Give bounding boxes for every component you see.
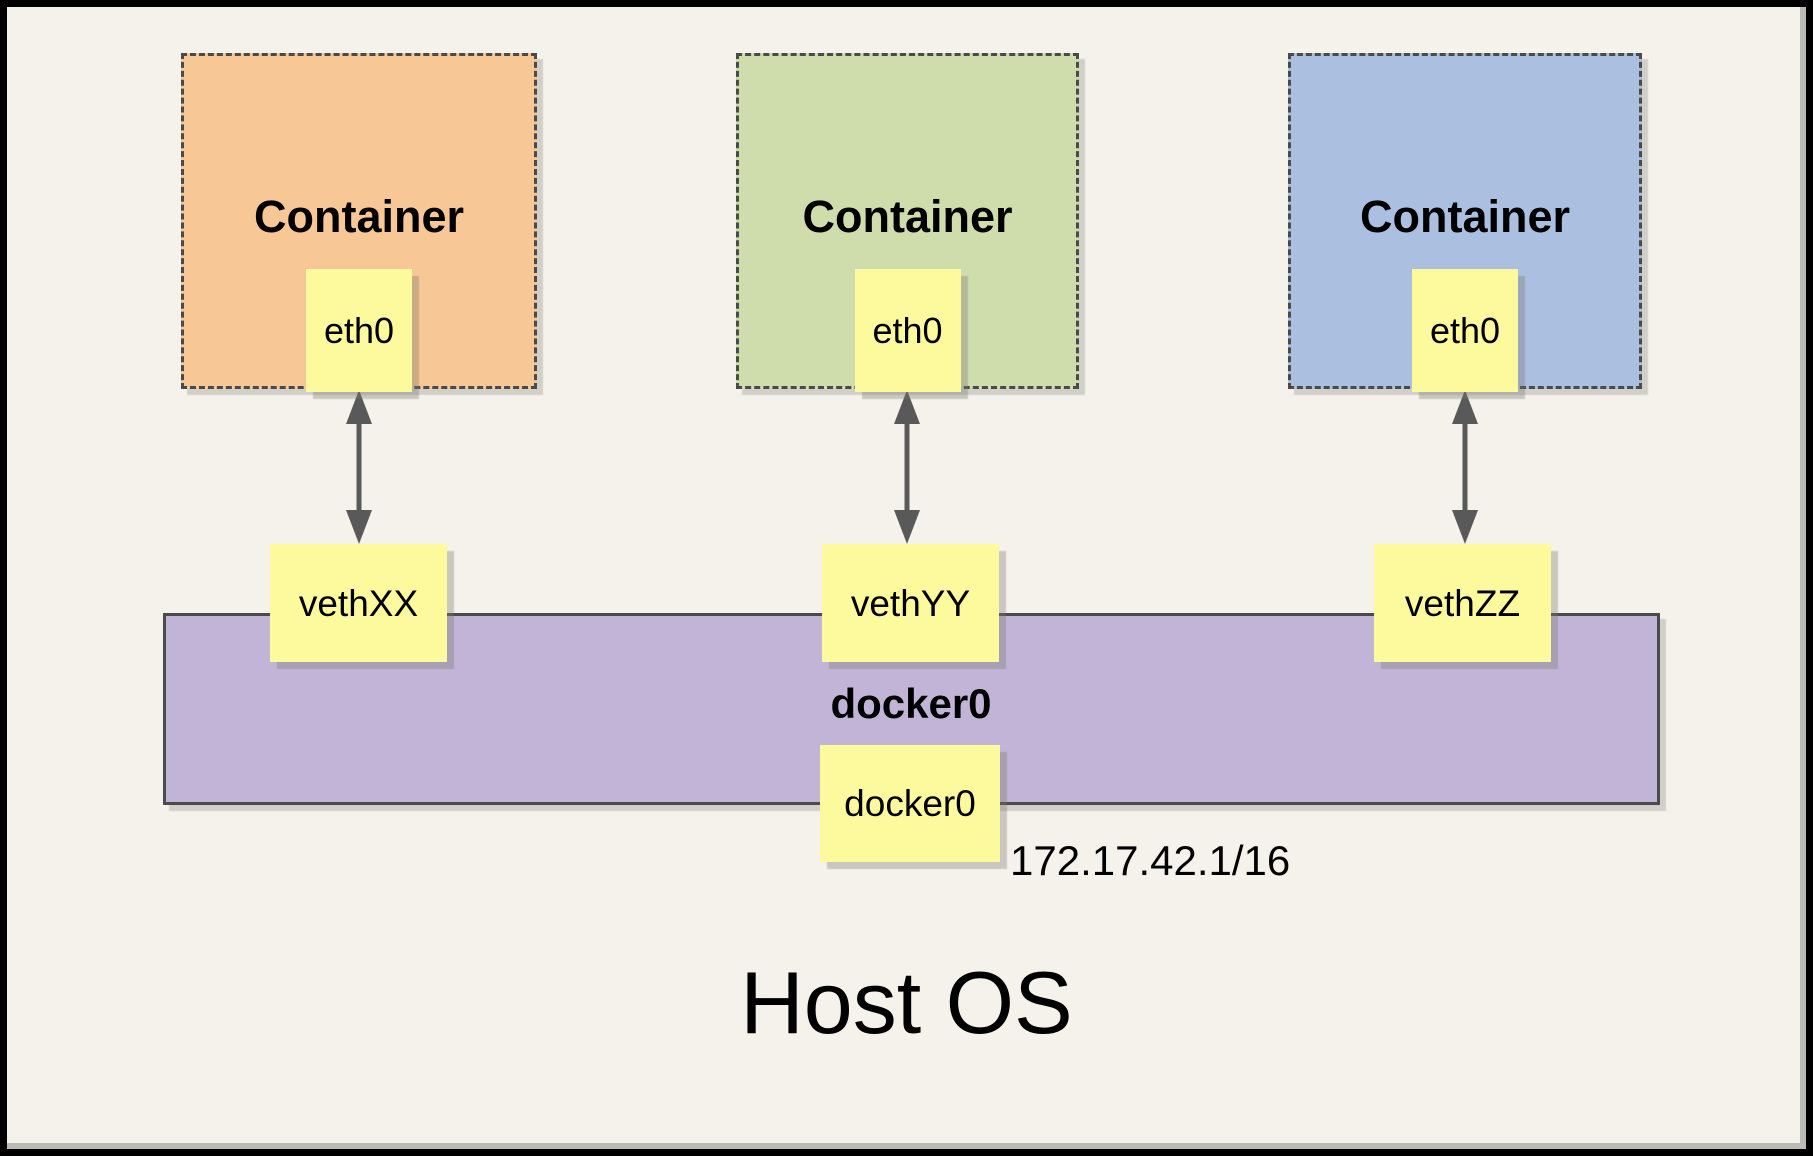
eth0-interface-box: eth0 xyxy=(306,269,412,392)
veth-zz-box: vethZZ xyxy=(1374,544,1551,662)
docker0-interface-box: docker0 xyxy=(820,745,1000,862)
container-label: Container xyxy=(1359,191,1570,242)
host-os-title: Host OS xyxy=(740,953,1073,1052)
veth-xx-box: vethXX xyxy=(270,544,447,662)
eth0-interface-box: eth0 xyxy=(854,269,961,392)
veth-yy-label: vethYY xyxy=(850,582,971,624)
container-box: Container eth0 xyxy=(181,53,537,392)
veth-zz-label: vethZZ xyxy=(1404,582,1521,624)
double-headed-arrow-icon xyxy=(894,390,920,544)
container-box: Container eth0 xyxy=(1288,53,1642,392)
docker0-interface-label: docker0 xyxy=(844,783,976,824)
container-label: Container xyxy=(802,191,1013,242)
veth-yy-box: vethYY xyxy=(822,544,999,662)
bridge-ip-label: 172.17.42.1/16 xyxy=(1010,837,1291,884)
container-label: Container xyxy=(253,191,464,242)
eth0-label: eth0 xyxy=(323,309,395,351)
double-headed-arrow-icon xyxy=(346,390,372,544)
veth-xx-label: vethXX xyxy=(298,582,419,624)
eth0-interface-box: eth0 xyxy=(1412,269,1518,392)
eth0-label: eth0 xyxy=(1429,309,1501,351)
container-box: Container eth0 xyxy=(736,53,1079,392)
docker0-bridge-label: docker0 xyxy=(830,680,992,727)
double-headed-arrow-icon xyxy=(1452,390,1478,544)
eth0-label: eth0 xyxy=(872,309,943,351)
